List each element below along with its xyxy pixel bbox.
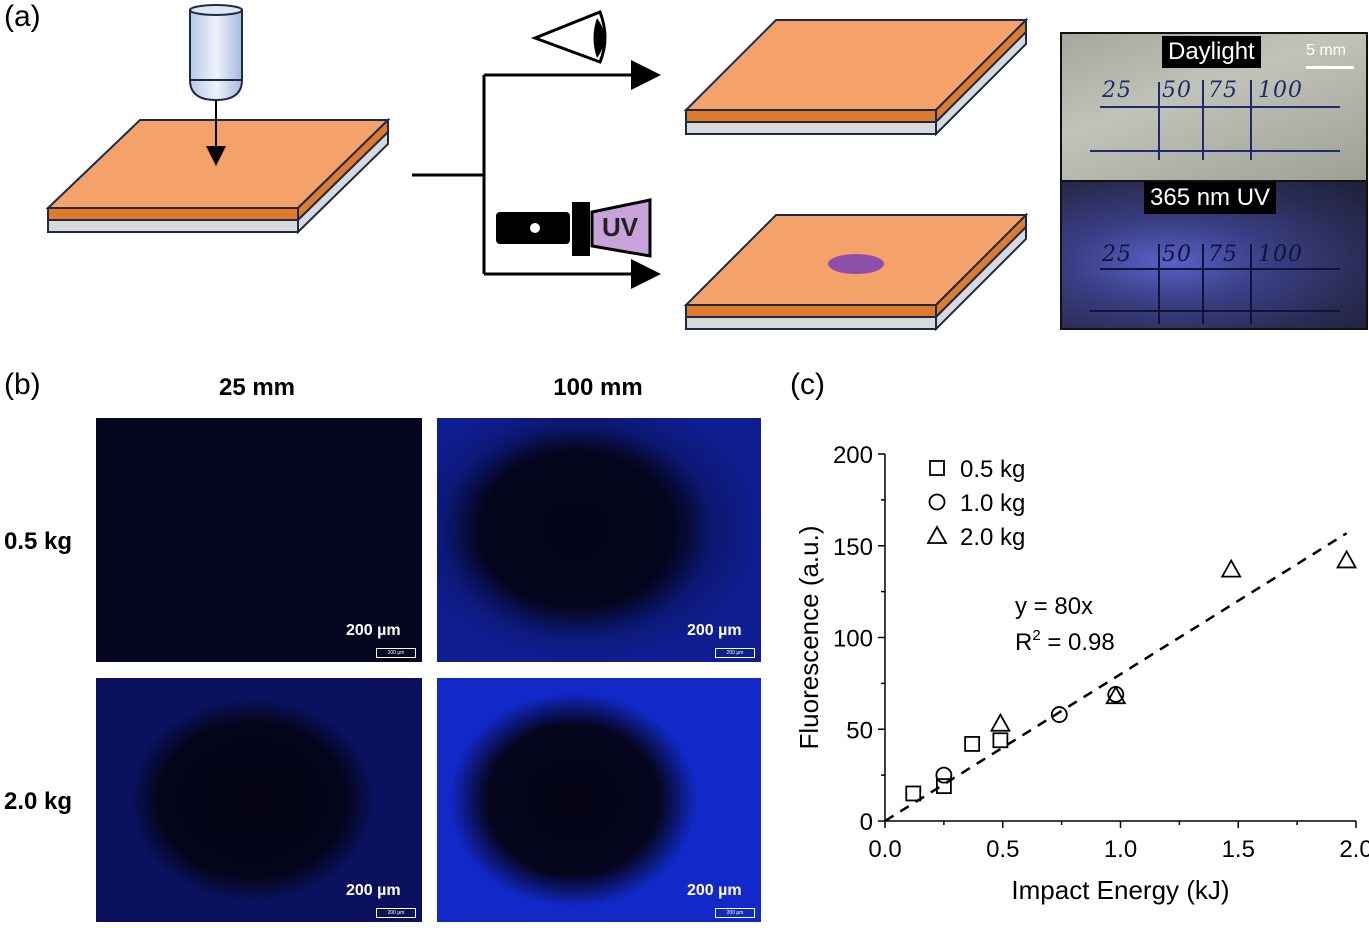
scale-bar-text: 200 µm (346, 622, 401, 639)
hand-50: 50 (1162, 242, 1192, 267)
hand-25: 25 (1102, 242, 1132, 267)
impactor-icon (188, 4, 244, 166)
grid-line (1202, 80, 1204, 160)
legend-marker-circle (928, 493, 946, 511)
panel-b-label: (b) (4, 368, 41, 401)
row-header-05kg: 0.5 kg (4, 528, 73, 555)
grid-line (1250, 80, 1252, 160)
panel-a-schematic (45, 4, 1029, 332)
legend-label: 2.0 kg (960, 524, 1025, 551)
grid-line (1100, 268, 1340, 270)
micrograph-25mm-20kg: 200 µm 200 µm (96, 678, 422, 922)
legend-label: 0.5 kg (960, 456, 1025, 483)
x-tick-label: 0.5 (986, 836, 1019, 863)
grid-line (1158, 82, 1160, 160)
scale-bar-box: 200 µm (376, 908, 416, 918)
fit-equation: y = 80x (1015, 593, 1093, 620)
scale-bar-label: 5 mm (1306, 42, 1346, 59)
grid-line (1090, 150, 1340, 152)
uv-lamp-label: UV (602, 212, 639, 242)
daylight-label: Daylight (1162, 36, 1261, 68)
grid-line (1090, 310, 1340, 312)
fluorescence-glow (437, 418, 761, 662)
scale-bar-box: 200 µm (715, 908, 755, 918)
panel-c-label: (c) (790, 368, 825, 401)
y-tick-label: 150 (833, 534, 873, 561)
y-tick-label: 100 (833, 626, 873, 653)
branch-arrows (412, 60, 661, 289)
x-tick-label: 1.0 (1104, 836, 1137, 863)
data-point-triangle (989, 712, 1011, 732)
scale-bar-box: 200 µm (715, 648, 755, 658)
legend-marker-triangle (926, 525, 948, 544)
hand-75: 75 (1208, 242, 1238, 267)
scale-bar-text: 200 µm (687, 622, 742, 639)
fit-r-squared: R2 = 0.98 (1015, 627, 1115, 656)
hand-50: 50 (1162, 78, 1192, 103)
plate-uv (683, 212, 1029, 332)
data-point-circle (1050, 706, 1068, 723)
x-tick-label: 0.0 (868, 836, 901, 863)
impact-crater (437, 678, 761, 922)
micrograph-100mm-05kg: 200 µm 200 µm (437, 418, 761, 662)
uv-flashlight-icon (496, 198, 652, 258)
impact-crater (96, 678, 422, 922)
panel-a-label: (a) (4, 0, 41, 33)
photo-uv: 365 nm UV 25 50 75 100 (1060, 180, 1368, 330)
scale-bar (1306, 66, 1354, 69)
data-point-square (935, 778, 952, 795)
legend-label: 1.0 kg (960, 490, 1025, 517)
hand-25: 25 (1102, 78, 1132, 103)
micrograph-25mm-05kg: 200 µm 200 µm (96, 418, 422, 662)
x-tick-label: 2.0 (1339, 836, 1369, 863)
column-header-25mm: 25 mm (218, 374, 296, 401)
data-point-triangle (1105, 685, 1127, 705)
data-point-triangle (1220, 558, 1242, 578)
legend-marker-square (929, 460, 945, 476)
grid-line (1250, 244, 1252, 324)
eye-icon (530, 10, 607, 64)
uv-label: 365 nm UV (1144, 182, 1277, 214)
scale-bar-text: 200 µm (346, 882, 401, 899)
micrograph-100mm-20kg: 200 µm 200 µm (437, 678, 761, 922)
hand-75: 75 (1208, 78, 1238, 103)
grid-line (1100, 106, 1340, 108)
data-point-square (964, 736, 981, 752)
column-header-100mm: 100 mm (553, 374, 643, 401)
data-point-square (905, 785, 922, 802)
plate-daylight (683, 17, 1029, 137)
data-point-triangle (1336, 549, 1358, 569)
row-header-20kg: 2.0 kg (4, 788, 73, 815)
y-axis-label: Fluorescence (a.u.) (794, 526, 824, 750)
scale-bar-text: 200 µm (687, 882, 742, 899)
x-tick-label: 1.5 (1222, 836, 1255, 863)
fit-line (884, 532, 1348, 823)
photo-daylight: Daylight 5 mm 25 50 75 100 (1060, 32, 1368, 182)
x-axis-label: Impact Energy (kJ) (1011, 875, 1229, 905)
y-tick-label: 200 (833, 442, 873, 469)
y-tick-label: 0 (860, 809, 873, 836)
hand-100: 100 (1258, 78, 1303, 103)
hand-100: 100 (1258, 242, 1303, 267)
plate-impact (45, 117, 391, 235)
y-tick-label: 50 (846, 717, 873, 744)
data-point-circle (1107, 685, 1125, 703)
scale-bar-box: 200 µm (376, 648, 416, 658)
fluorescent-spot (828, 254, 884, 274)
data-point-circle (935, 766, 953, 784)
grid-line (1158, 244, 1160, 324)
grid-line (1202, 244, 1204, 324)
data-point-square (992, 732, 1009, 749)
